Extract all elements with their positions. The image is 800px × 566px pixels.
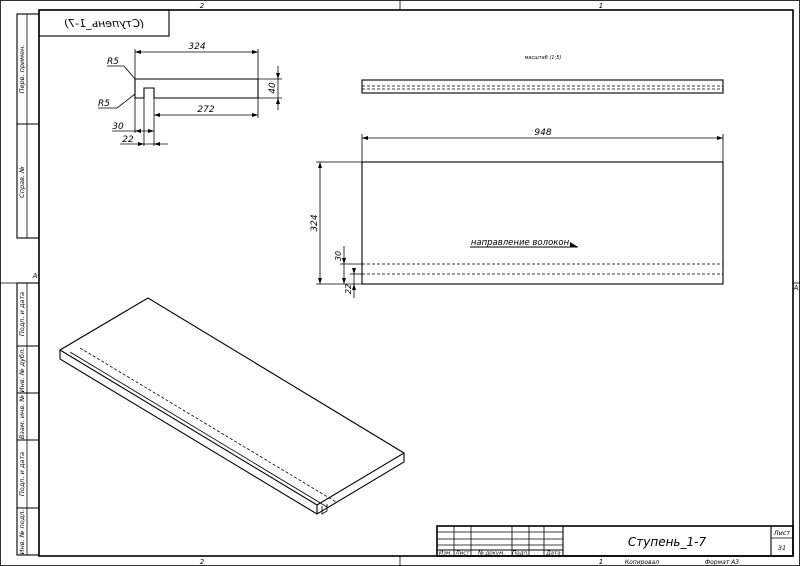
zone-bottom-right: 1: [599, 558, 603, 566]
col-docum: № докум.: [477, 551, 505, 557]
side-margin-table: [16, 13, 40, 556]
format-label: Формат А3: [705, 559, 739, 566]
profile-view: [98, 49, 282, 146]
col-list: Лист: [455, 551, 471, 557]
profile-radius-bottom: R5: [98, 99, 110, 109]
col-data: Дата: [545, 551, 561, 557]
front-dim-22: 22: [344, 284, 353, 294]
side-perv-primen: Перв. примен.: [18, 45, 26, 94]
side-inv-no-podl: Инв. № подл.: [18, 510, 26, 555]
profile-dim-22: 22: [122, 135, 134, 145]
copied-label: Копировал: [625, 559, 659, 566]
profile-dim-272: 272: [197, 105, 214, 115]
col-izm: Изм.: [439, 551, 452, 557]
title-block: [436, 525, 794, 557]
front-view: [316, 134, 724, 298]
grain-label: направление волокон: [471, 238, 570, 248]
zone-bottom-left: 2: [200, 558, 205, 566]
side-sprav-no: Справ. №: [18, 166, 26, 198]
isometric-view: [58, 297, 406, 515]
edge-view: [361, 79, 724, 94]
zone-right: A: [793, 284, 799, 292]
sheet-label: Лист: [773, 529, 791, 537]
mirrored-label: (Ступень_1-7): [64, 17, 144, 30]
front-dim-948: 948: [534, 128, 551, 138]
zone-top-left: 2: [200, 2, 205, 10]
scale-label: масштаб (1:5): [525, 55, 562, 61]
drawing-title: Ступень_1-7: [628, 535, 707, 549]
side-podp-data-2: Подп. и дата: [18, 452, 26, 496]
side-inv-no-dubl: Инв. № дубл.: [18, 348, 26, 392]
profile-dim-324: 324: [188, 42, 205, 52]
zone-left: A: [32, 272, 38, 280]
profile-dim-40: 40: [268, 82, 278, 94]
inner-frame: [38, 9, 794, 557]
front-dim-30: 30: [334, 251, 343, 261]
zone-top-right: 1: [599, 2, 603, 10]
profile-radius-top: R5: [107, 57, 119, 67]
side-podp-data-1: Подп. и дата: [18, 292, 26, 336]
col-podp: Подп.: [512, 551, 529, 557]
sheet-number: 31: [778, 544, 786, 552]
front-dim-324: 324: [310, 214, 320, 231]
profile-dim-30: 30: [112, 122, 124, 132]
side-vzam-inv-no: Взам. инв. №: [18, 395, 26, 439]
